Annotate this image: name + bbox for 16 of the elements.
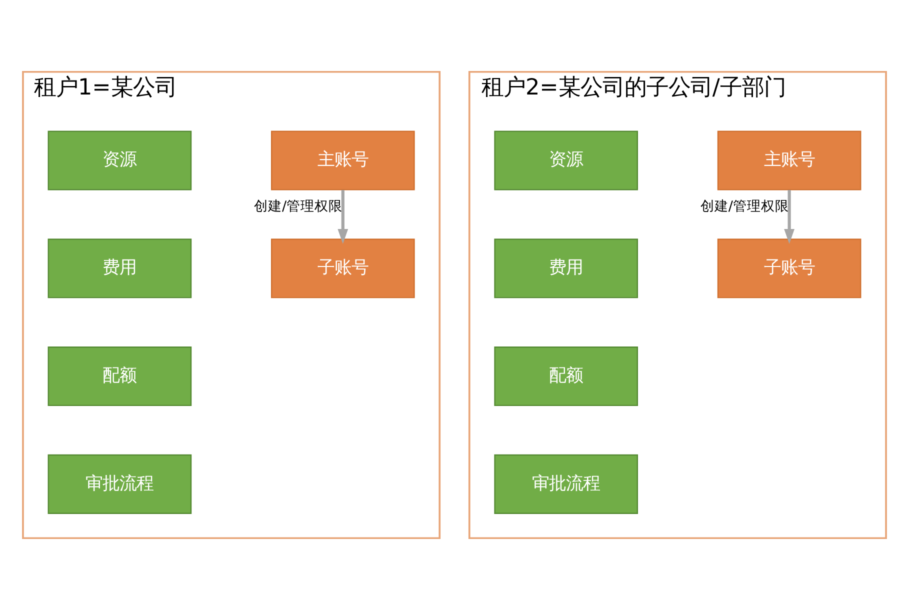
node-box: 费用 <box>48 238 192 298</box>
arrow <box>784 190 795 244</box>
node-box: 子账号 <box>717 238 862 298</box>
edge-label: 创建/管理权限 <box>254 198 343 214</box>
edge-label: 创建/管理权限 <box>700 198 789 214</box>
arrow <box>338 190 348 244</box>
node-box: 主账号 <box>270 130 415 190</box>
node-box: 资源 <box>48 130 192 190</box>
node-box: 费用 <box>494 238 638 298</box>
node-box: 子账号 <box>270 238 415 298</box>
node-box: 审批流程 <box>48 454 192 514</box>
node-box: 审批流程 <box>494 454 638 514</box>
node-box: 配额 <box>48 346 192 406</box>
node-box: 主账号 <box>717 130 862 190</box>
node-box: 配额 <box>494 346 638 406</box>
node-box: 资源 <box>494 130 638 190</box>
